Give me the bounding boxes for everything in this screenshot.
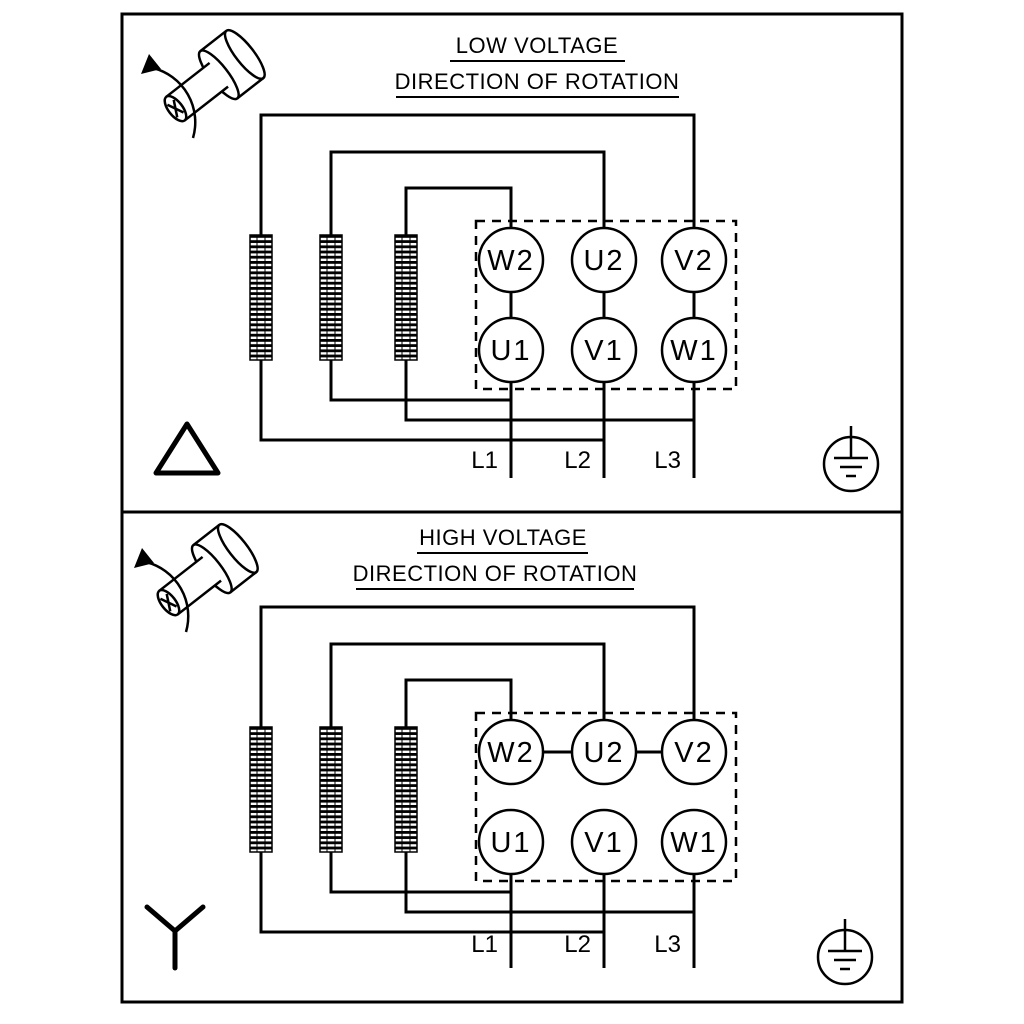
outer-border	[120, 12, 904, 1004]
terminal-label: U1	[490, 335, 531, 367]
terminal-W1: W1	[660, 316, 728, 384]
winding-coil	[249, 726, 273, 853]
supply-line-label-L3: L3	[654, 447, 681, 474]
terminal-label: V2	[674, 245, 713, 277]
terminal-V1: V1	[570, 316, 638, 384]
terminal-board-outline	[474, 219, 738, 391]
wire-winding2-to-U2	[329, 150, 606, 235]
wire-winding3-to-W1	[404, 360, 694, 422]
wire-winding2-to-U2	[329, 642, 606, 727]
terminal-U1: U1	[477, 316, 545, 384]
terminal-circle	[477, 316, 545, 384]
terminal-circle	[660, 226, 728, 294]
terminal-circle	[570, 718, 638, 786]
terminal-label: W2	[487, 245, 535, 277]
terminal-U2: U2	[570, 718, 638, 786]
rotating-shaft-icon	[139, 24, 272, 140]
protective-earth-icon	[822, 424, 880, 493]
panel-title: HIGH VOLTAGE	[419, 525, 587, 550]
terminal-circle	[570, 808, 638, 876]
terminal-U1: U1	[477, 808, 545, 876]
terminal-V2: V2	[660, 226, 728, 294]
terminal-label: W1	[670, 827, 718, 859]
supply-line-label-L2: L2	[564, 931, 591, 958]
panel-title: LOW VOLTAGE	[456, 33, 618, 58]
rotating-shaft-icon	[132, 518, 265, 634]
supply-line-label-L2: L2	[564, 447, 591, 474]
terminal-label: U1	[490, 827, 531, 859]
wire-winding3-to-W2	[404, 186, 513, 235]
wire-winding1-to-V1	[259, 852, 604, 934]
terminal-label: V1	[584, 335, 623, 367]
terminal-W1: W1	[660, 808, 728, 876]
panel-subtitle: DIRECTION OF ROTATION	[395, 69, 680, 94]
terminal-circle	[570, 316, 638, 384]
panel-high-voltage: HIGH VOLTAGE DIRECTION OF ROTATION W2	[132, 518, 874, 986]
wire-winding2-to-U1	[329, 852, 511, 894]
terminal-U2: U2	[570, 226, 638, 294]
wire-winding3-to-W2	[404, 678, 513, 727]
terminal-V2: V2	[660, 718, 728, 786]
terminal-label: W2	[487, 737, 535, 769]
terminal-label: W1	[670, 335, 718, 367]
wire-winding3-to-W1	[404, 852, 694, 914]
winding-coil	[249, 234, 273, 361]
terminal-circle	[570, 226, 638, 294]
supply-line-label-L1: L1	[471, 931, 498, 958]
winding-coil	[394, 234, 418, 361]
wire-winding1-to-V1	[259, 360, 604, 442]
terminal-V1: V1	[570, 808, 638, 876]
winding-coil	[319, 234, 343, 361]
winding-coil	[394, 726, 418, 853]
delta-connection-icon	[153, 421, 221, 476]
terminal-circle	[660, 718, 728, 786]
star-connection-icon	[144, 904, 206, 971]
winding-coil	[319, 726, 343, 853]
terminal-board-outline	[474, 711, 738, 883]
terminal-circle	[477, 226, 545, 294]
supply-line-label-L1: L1	[471, 447, 498, 474]
panel-subtitle: DIRECTION OF ROTATION	[353, 561, 638, 586]
protective-earth-icon	[816, 917, 874, 986]
terminal-label: V2	[674, 737, 713, 769]
wire-winding1-to-V2	[259, 113, 696, 235]
wire-winding2-to-U1	[329, 360, 511, 402]
terminal-label: V1	[584, 827, 623, 859]
terminal-circle	[477, 808, 545, 876]
terminal-circle	[477, 718, 545, 786]
supply-line-label-L3: L3	[654, 931, 681, 958]
wire-winding1-to-V2	[259, 605, 696, 727]
terminal-label: U2	[583, 245, 624, 277]
terminal-circle	[660, 808, 728, 876]
terminal-W2: W2	[477, 226, 545, 294]
terminal-circle	[660, 316, 728, 384]
terminal-label: U2	[583, 737, 624, 769]
panel-low-voltage: LOW VOLTAGE DIRECTION OF ROTATION W2	[139, 24, 880, 493]
terminal-W2: W2	[477, 718, 545, 786]
